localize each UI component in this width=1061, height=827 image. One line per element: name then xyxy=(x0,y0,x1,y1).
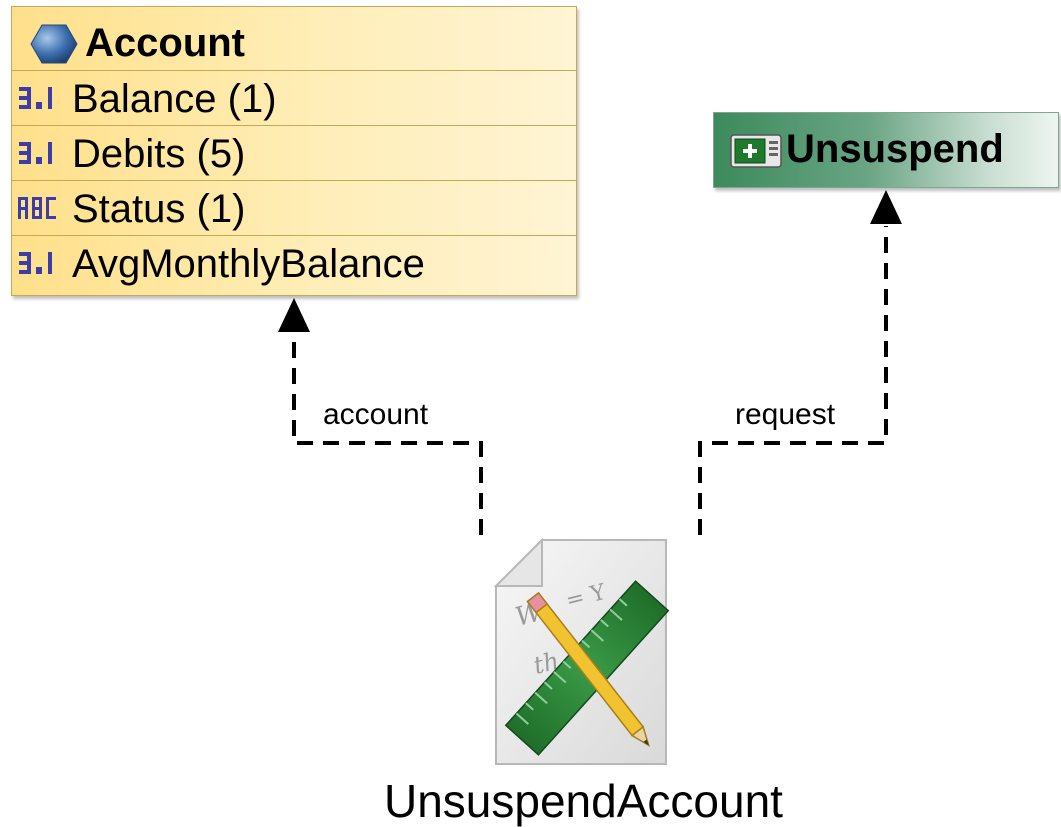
event-monitor-icon xyxy=(730,134,782,168)
calculation-label: UnsuspendAccount xyxy=(384,775,783,827)
text-attribute-icon xyxy=(18,197,56,219)
numeric-attribute-icon xyxy=(19,87,52,109)
entity-title: Account xyxy=(85,21,245,65)
entity-header: Account xyxy=(12,7,576,71)
hexagon-entity-icon xyxy=(30,24,78,64)
account-arrowhead xyxy=(278,298,310,332)
attribute-label: Debits (5) xyxy=(72,132,246,176)
unsuspend-event-box[interactable]: Unsuspend xyxy=(713,112,1059,188)
account-entity-box[interactable]: Account Balance (1) Debits (5) xyxy=(11,6,577,296)
numeric-attribute-icon xyxy=(19,252,52,274)
request-edge-label: request xyxy=(735,398,836,431)
attribute-row-balance[interactable]: Balance (1) xyxy=(12,71,576,126)
request-arrowhead xyxy=(870,190,902,224)
attribute-row-avg-monthly-balance[interactable]: AvgMonthlyBalance xyxy=(12,236,576,291)
account-edge-label: account xyxy=(323,398,429,431)
attribute-row-debits[interactable]: Debits (5) xyxy=(12,126,576,181)
attribute-label: Balance (1) xyxy=(72,77,277,121)
attribute-label: Status (1) xyxy=(72,187,246,231)
attribute-row-status[interactable]: Status (1) xyxy=(12,181,576,236)
account-connector xyxy=(292,336,483,535)
event-title: Unsuspend xyxy=(786,127,1004,171)
formula-document-icon[interactable]: W = Y th xyxy=(492,538,682,768)
numeric-attribute-icon xyxy=(19,142,52,164)
attribute-label: AvgMonthlyBalance xyxy=(72,242,425,286)
request-connector xyxy=(698,226,888,535)
